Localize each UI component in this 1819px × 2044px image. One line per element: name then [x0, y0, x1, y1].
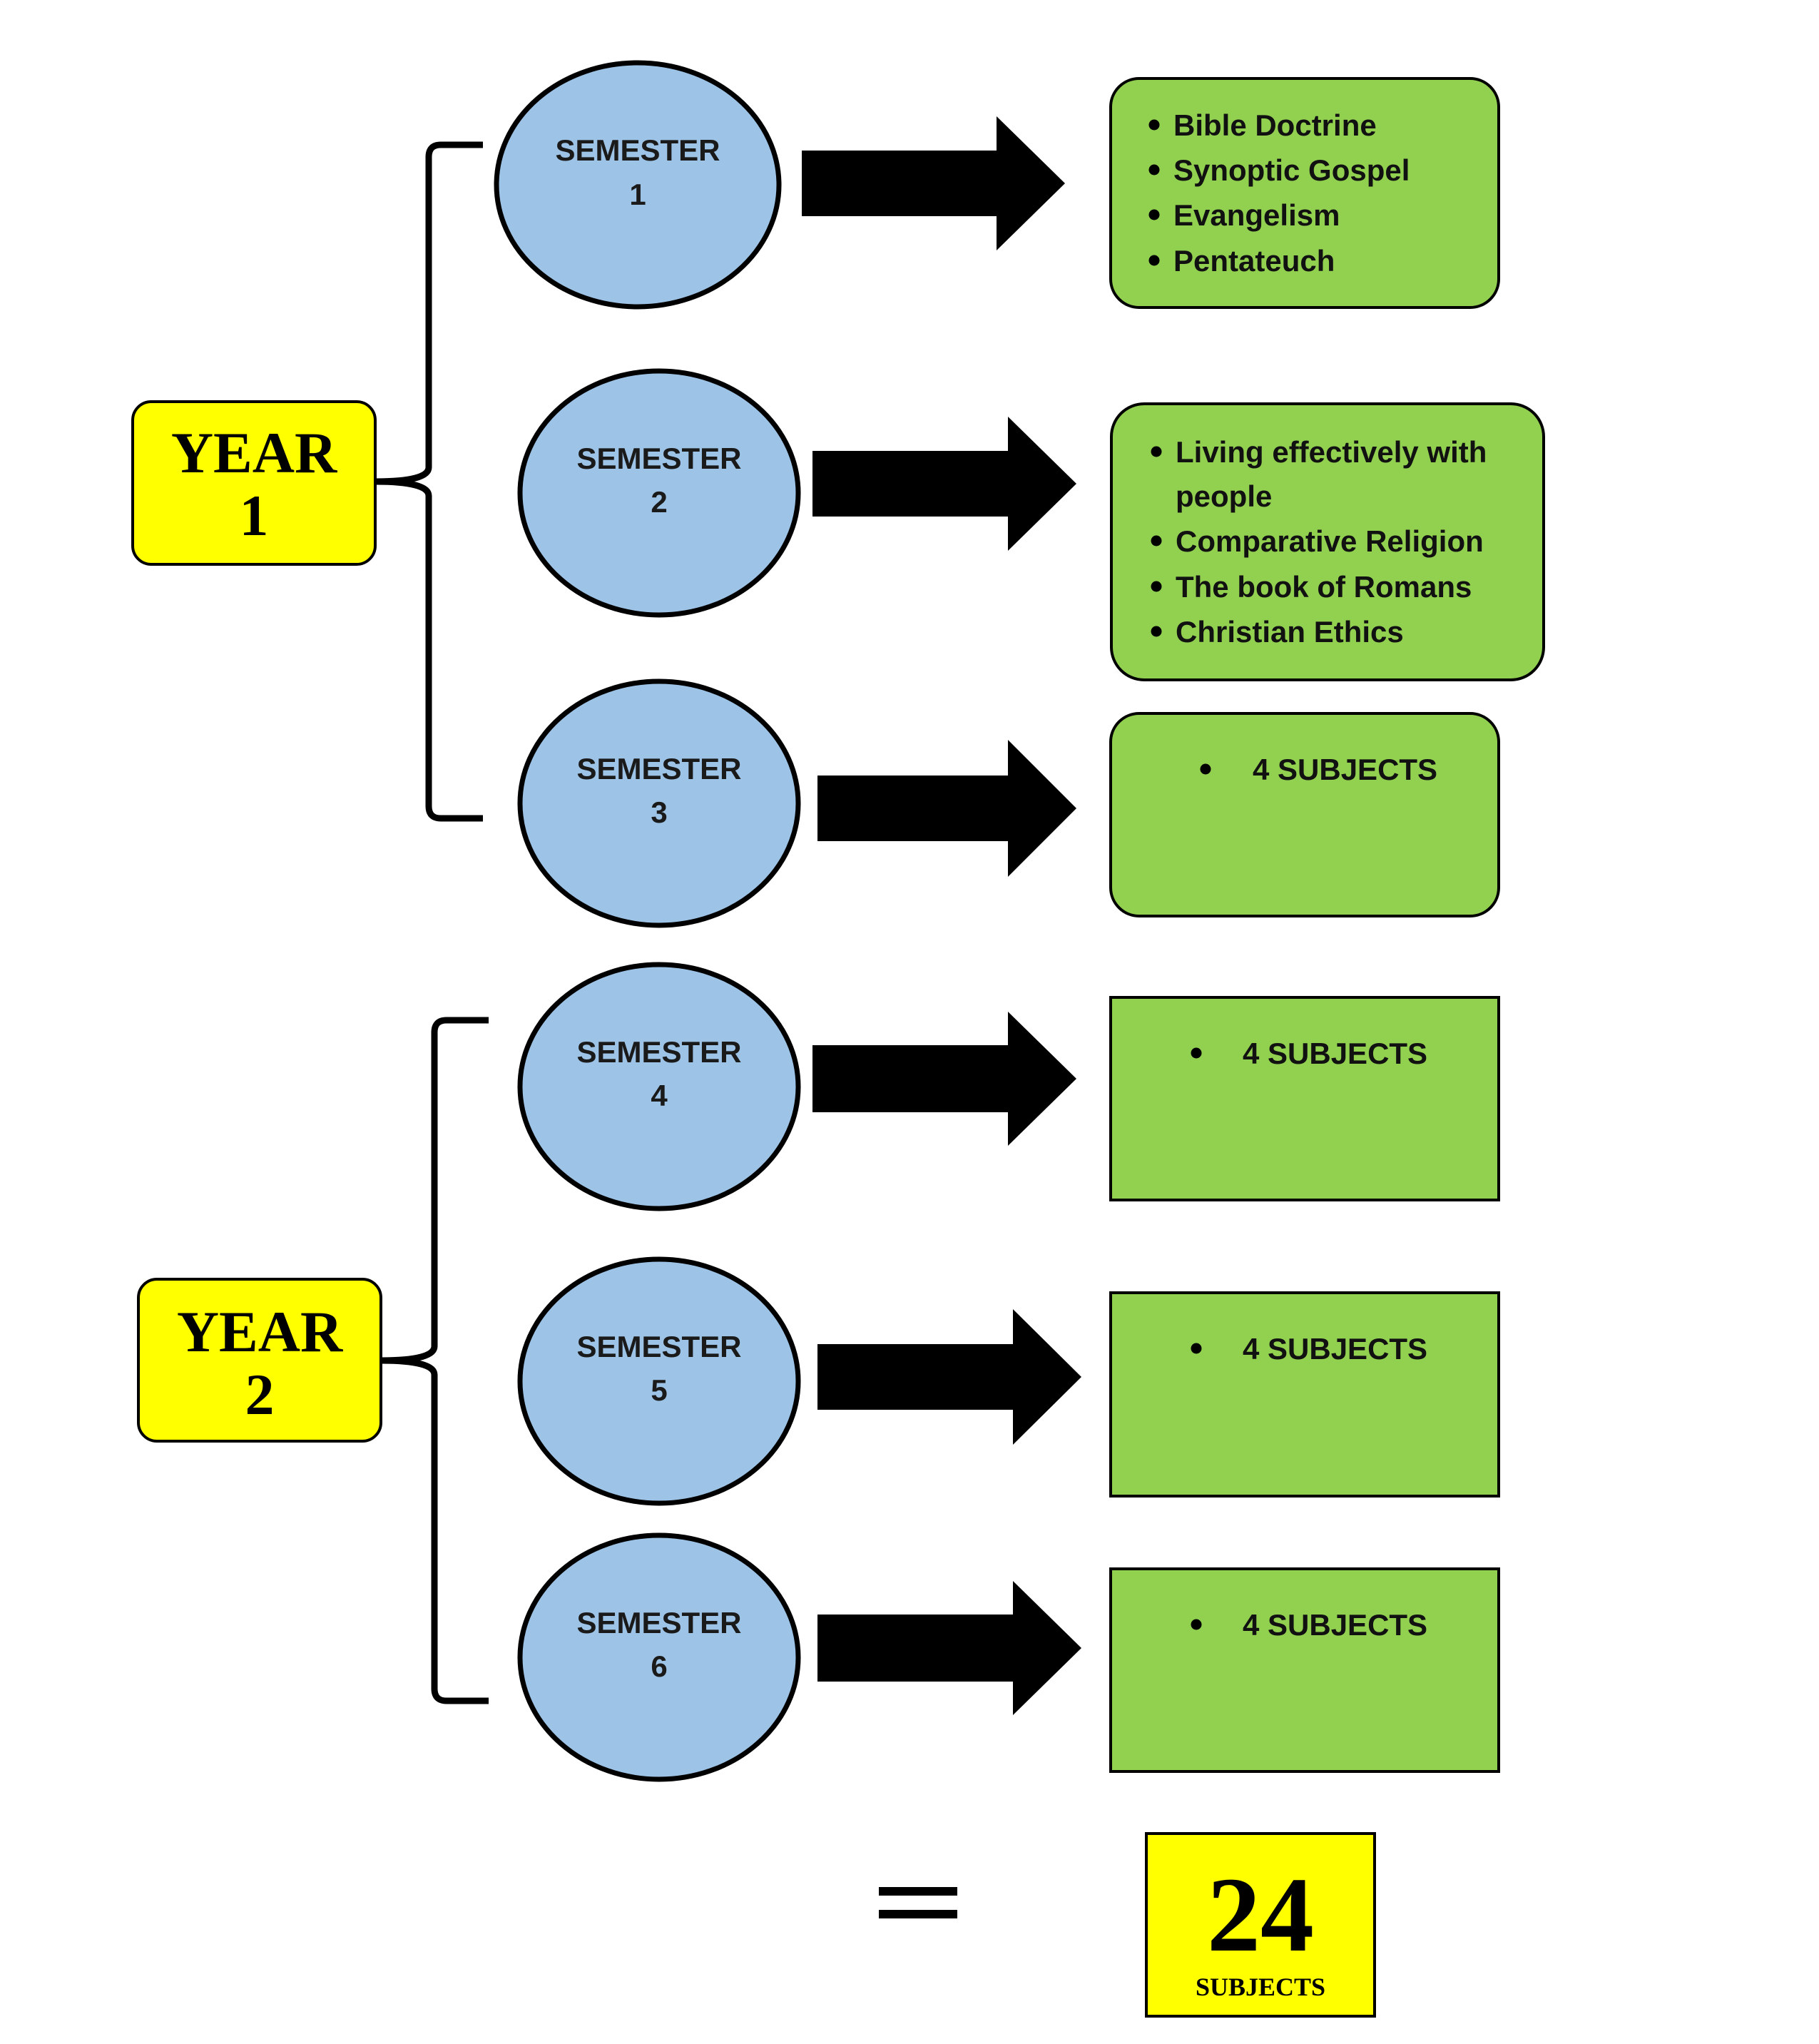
equals-sign-top-bar [879, 1887, 957, 1896]
bullet-icon [1151, 626, 1162, 637]
semester-6-circle [517, 1532, 801, 1782]
subject-item: Pentateuch [1173, 244, 1335, 278]
subject-count-text: 4 SUBJECTS [1243, 1332, 1427, 1366]
semester-3-label-word: SEMESTER [576, 752, 741, 785]
year-2-group: YEAR 2 [137, 1278, 382, 1443]
total-label: SUBJECTS [1196, 1973, 1325, 2001]
year-2-label-word: YEAR [177, 1299, 343, 1364]
semester-6-subjects-box [1109, 1567, 1500, 1773]
semester-4-label-word: SEMESTER [576, 1035, 741, 1069]
semester-3-label-number: 3 [651, 795, 667, 829]
bullet-icon [1148, 119, 1160, 131]
subject-item: Bible Doctrine [1173, 108, 1377, 142]
total-box [1145, 1832, 1376, 2018]
semester-6-arrow [817, 1581, 1081, 1715]
semester-2-circle [517, 368, 801, 618]
year-1-label-word: YEAR [171, 420, 337, 485]
subject-item: Evangelism [1173, 198, 1340, 232]
bullet-icon [1151, 535, 1162, 546]
subject-item: Christian Ethics [1176, 615, 1404, 649]
semester-3-circle [517, 678, 801, 928]
semester-1-subjects-box [1109, 77, 1500, 309]
equals-sign: = [879, 1887, 957, 1920]
semester-4-arrow [812, 1012, 1076, 1146]
bullet-icon [1148, 209, 1160, 220]
semester-5-arrow [817, 1309, 1081, 1445]
semester-1-label-number: 1 [629, 178, 646, 211]
semester-5-circle [517, 1256, 801, 1506]
semester-1-label-word: SEMESTER [555, 133, 720, 167]
bullet-icon [1191, 1343, 1202, 1354]
year-1-brace [374, 141, 483, 822]
subject-item-continued: people [1176, 479, 1272, 513]
semester-2-row: SEMESTER 2 Living effectively with peopl… [517, 368, 1545, 681]
semester-6-label-word: SEMESTER [576, 1606, 741, 1639]
subject-count-text: 4 SUBJECTS [1243, 1608, 1427, 1642]
year-1-group: YEAR 1 [131, 400, 377, 566]
subject-count-text: 4 SUBJECTS [1253, 753, 1437, 786]
total-subjects-box: 24 SUBJECTS [1145, 1832, 1376, 2018]
semester-4-circle [517, 962, 801, 1211]
bullet-icon [1151, 446, 1162, 457]
semester-5-label-word: SEMESTER [576, 1330, 741, 1363]
semester-2-subjects-box [1110, 402, 1545, 681]
semester-3-subjects-box [1109, 712, 1500, 917]
semester-2-label-word: SEMESTER [576, 442, 741, 475]
semester-4-label-number: 4 [651, 1079, 668, 1112]
year-1-label-number: 1 [240, 483, 269, 548]
bullet-icon [1151, 581, 1162, 592]
equals-sign-bottom-bar [879, 1910, 957, 1918]
semester-4-subjects-box [1109, 996, 1500, 1201]
semester-6-row: SEMESTER 6 4 SUBJECTS [517, 1532, 1500, 1782]
bullet-icon [1191, 1619, 1202, 1630]
bullet-icon [1191, 1047, 1202, 1059]
year-2-label-number: 2 [245, 1362, 275, 1427]
subject-item: Comparative Religion [1176, 524, 1484, 558]
semester-6-label-number: 6 [651, 1649, 667, 1683]
semester-4-row: SEMESTER 4 4 SUBJECTS [517, 962, 1500, 1211]
semester-3-arrow [817, 740, 1076, 877]
semester-2-arrow [812, 417, 1076, 551]
semester-1-row: SEMESTER 1 Bible Doctrine Synoptic Gospe… [494, 60, 1500, 310]
bullet-icon [1200, 763, 1211, 775]
year-2-brace [380, 1017, 489, 1704]
equals-sign-text: = [918, 1918, 919, 1920]
subject-count-text: 4 SUBJECTS [1243, 1037, 1427, 1070]
semester-2-subject-list: Living effectively with people Comparati… [1151, 435, 1487, 649]
subject-item: Synoptic Gospel [1173, 153, 1410, 187]
bullet-icon [1148, 164, 1160, 176]
semester-1-arrow [802, 116, 1065, 250]
subject-item: Living effectively with [1176, 435, 1487, 469]
bullet-icon [1148, 255, 1160, 266]
semester-1-circle [494, 60, 782, 310]
semester-5-row: SEMESTER 5 4 SUBJECTS [517, 1256, 1500, 1506]
semester-5-subjects-box [1109, 1291, 1500, 1498]
semester-1-subject-list: Bible Doctrine Synoptic Gospel Evangelis… [1148, 108, 1410, 278]
total-number: 24 [1207, 1856, 1314, 1974]
semester-2-label-number: 2 [651, 485, 667, 519]
semester-5-label-number: 5 [651, 1373, 667, 1407]
subject-item: The book of Romans [1176, 570, 1472, 604]
semester-3-row: SEMESTER 3 4 SUBJECTS [517, 678, 1500, 928]
